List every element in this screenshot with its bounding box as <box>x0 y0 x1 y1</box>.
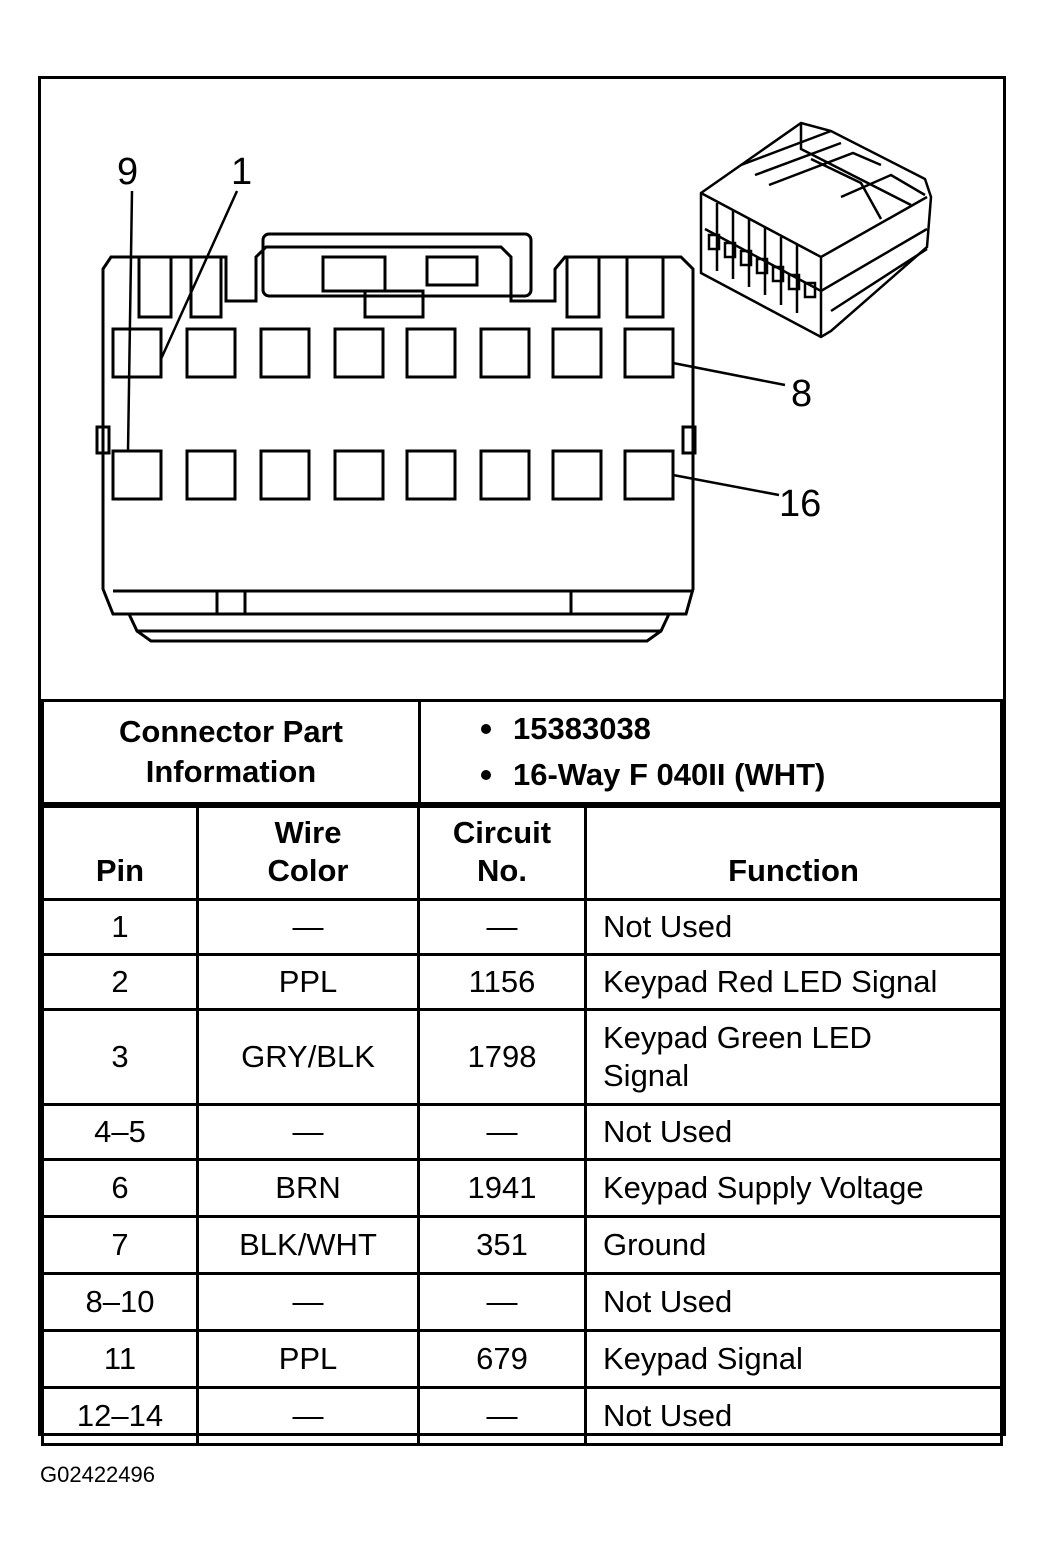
cell-function: Keypad Signal <box>584 1329 1003 1389</box>
connector-info-table: Connector Part Information 15383038 16-W… <box>41 699 1003 805</box>
table-row: 4–5 — — Not Used <box>41 1103 1003 1161</box>
cell-wire-color: — <box>196 898 420 956</box>
cell-pin: 4–5 <box>41 1103 199 1161</box>
table-row: 2 PPL 1156 Keypad Red LED Signal <box>41 953 1003 1011</box>
cell-function: Ground <box>584 1215 1003 1275</box>
cell-wire-color: BLK/WHT <box>196 1215 420 1275</box>
table-row: 12–14 — — Not Used <box>41 1386 1003 1446</box>
header-wire-color-text: Wire Color <box>267 815 349 888</box>
connector-isometric-icon <box>699 121 933 339</box>
cell-function: Not Used <box>584 1386 1003 1446</box>
header-wire-color: Wire Color <box>196 805 420 901</box>
cell-wire-color: — <box>196 1386 420 1446</box>
table-row: 11 PPL 679 Keypad Signal <box>41 1329 1003 1389</box>
cell-wire-color: PPL <box>196 1329 420 1389</box>
callout-pin-16: 16 <box>779 483 822 525</box>
connector-face-drawing <box>95 121 933 643</box>
cell-pin: 11 <box>41 1329 199 1389</box>
top-row-cavities <box>111 327 675 379</box>
connector-figure: 9 1 8 16 Connector Part Information 1538… <box>38 76 1006 1446</box>
bottom-row-cavities <box>111 449 675 501</box>
table-row: 3 GRY/BLK 1798 Keypad Green LED Signal <box>41 1008 1003 1106</box>
cell-pin: 12–14 <box>41 1386 199 1446</box>
cell-pin: 8–10 <box>41 1272 199 1332</box>
cell-pin: 7 <box>41 1215 199 1275</box>
connector-description-item: 16-Way F 040II (WHT) <box>481 752 1000 798</box>
part-number-item: 15383038 <box>481 706 1000 752</box>
pin-assignment-table: Pin Wire Color Circuit No. Function 1 — … <box>41 805 1003 1446</box>
header-pin: Pin <box>41 805 199 901</box>
cell-circuit: 1156 <box>417 953 587 1011</box>
cell-circuit: — <box>417 1272 587 1332</box>
cell-wire-color: PPL <box>196 953 420 1011</box>
cell-circuit: — <box>417 1386 587 1446</box>
table-header-row: Pin Wire Color Circuit No. Function <box>41 805 1003 901</box>
callout-pin-8: 8 <box>791 373 813 415</box>
table-row: 7 BLK/WHT 351 Ground <box>41 1215 1003 1275</box>
cell-function: Not Used <box>584 1103 1003 1161</box>
header-circuit-line1: Circuit <box>452 815 552 850</box>
cell-function: Not Used <box>584 1272 1003 1332</box>
cell-pin: 1 <box>41 898 199 956</box>
cell-circuit: 1941 <box>417 1158 587 1218</box>
cell-function-text: Keypad Green LED Signal <box>603 1020 872 1093</box>
callout-pin-1: 1 <box>231 151 253 193</box>
bullet-icon <box>481 724 491 734</box>
cell-circuit: 1798 <box>417 1008 587 1106</box>
cell-pin: 6 <box>41 1158 199 1218</box>
cell-wire-color: — <box>196 1103 420 1161</box>
cell-circuit: — <box>417 898 587 956</box>
header-circuit-no: Circuit No. <box>417 805 587 901</box>
connector-description: 16-Way F 040II (WHT) <box>513 757 826 792</box>
cell-circuit: — <box>417 1103 587 1161</box>
table-row: 6 BRN 1941 Keypad Supply Voltage <box>41 1158 1003 1218</box>
cell-wire-color: BRN <box>196 1158 420 1218</box>
part-number: 15383038 <box>513 711 651 746</box>
connector-info-label: Connector Part Information <box>41 699 421 805</box>
connector-info-values: 15383038 16-Way F 040II (WHT) <box>418 699 1003 805</box>
cell-wire-color: GRY/BLK <box>196 1008 420 1106</box>
cell-pin: 3 <box>41 1008 199 1106</box>
table-row: 1 — — Not Used <box>41 898 1003 956</box>
header-circuit-line2: No. <box>477 853 527 888</box>
cell-function: Not Used <box>584 898 1003 956</box>
figure-id: G02422496 <box>40 1462 155 1487</box>
cell-function: Keypad Red LED Signal <box>584 953 1003 1011</box>
cell-pin: 2 <box>41 953 199 1011</box>
callout-pin-9: 9 <box>117 151 139 193</box>
cell-function: Keypad Supply Voltage <box>584 1158 1003 1218</box>
cell-wire-color: — <box>196 1272 420 1332</box>
header-function: Function <box>584 805 1003 901</box>
cell-circuit: 679 <box>417 1329 587 1389</box>
connector-diagram: 9 1 8 16 <box>41 79 1003 699</box>
table-row: 8–10 — — Not Used <box>41 1272 1003 1332</box>
bullet-icon <box>481 770 491 780</box>
cell-function: Keypad Green LED Signal <box>584 1008 1003 1106</box>
cell-circuit: 351 <box>417 1215 587 1275</box>
